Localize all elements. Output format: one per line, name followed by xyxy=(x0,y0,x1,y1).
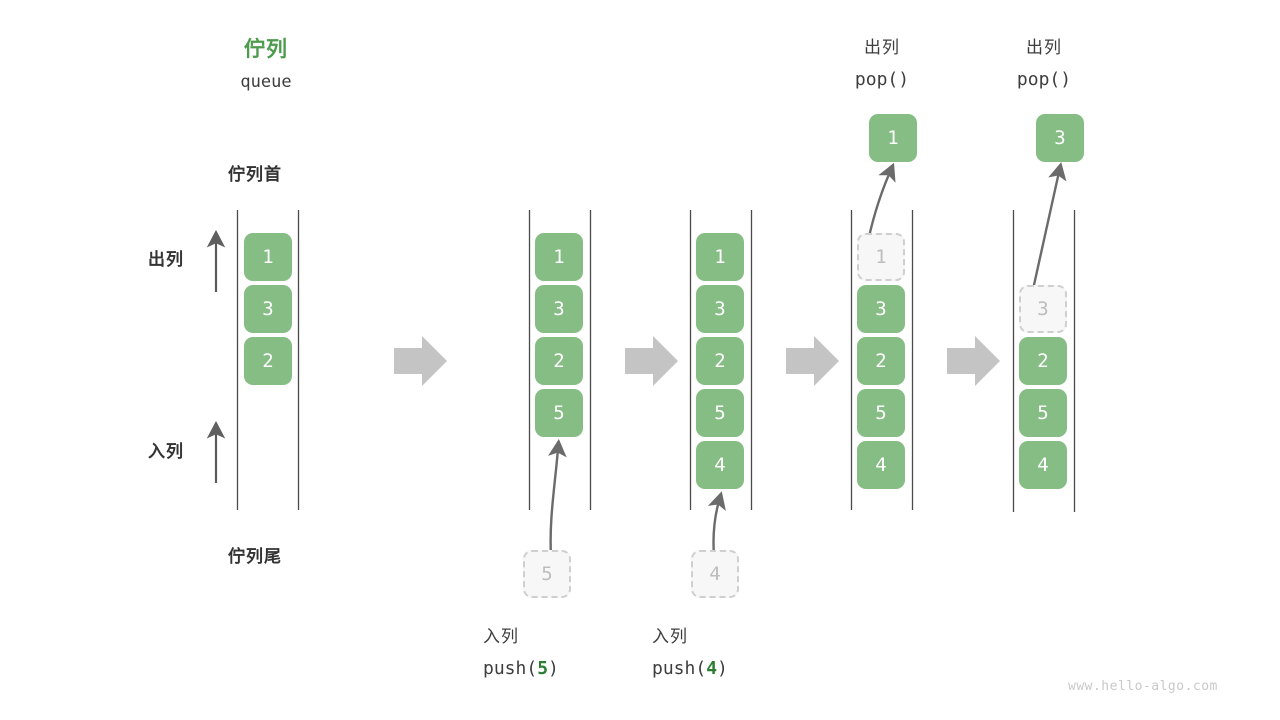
flow-arrow-4 xyxy=(947,336,1000,386)
queue-cell[interactable]: 4 xyxy=(696,441,744,489)
push-arrow-col3 xyxy=(707,491,726,558)
queue-cell[interactable]: 5 xyxy=(1019,389,1067,437)
stage-header-cn: 出列 xyxy=(1026,38,1062,58)
queue-cell[interactable]: 3 xyxy=(535,285,583,333)
queue-cell[interactable]: 2 xyxy=(696,337,744,385)
flow-arrow-1 xyxy=(394,336,447,386)
flow-arrows xyxy=(394,336,1000,386)
queue-cell[interactable]: 3 xyxy=(244,285,292,333)
queue-cell[interactable]: 5 xyxy=(535,389,583,437)
stage-header-cn: 出列 xyxy=(864,38,900,58)
code-prefix: push( xyxy=(483,658,538,679)
queue-cell[interactable]: 2 xyxy=(857,337,905,385)
code-prefix: push( xyxy=(652,658,707,679)
queue-cell[interactable]: 2 xyxy=(244,337,292,385)
watermark: www.hello-algo.com xyxy=(1068,679,1218,694)
stage-caption-code: push(4) xyxy=(652,658,852,679)
queue-cell[interactable]: 5 xyxy=(857,389,905,437)
flow-arrow-2 xyxy=(625,336,678,386)
queue-cell-ghost[interactable]: 1 xyxy=(857,233,905,281)
queue-head-label: 佇列首 xyxy=(228,165,282,185)
queue-cell[interactable]: 4 xyxy=(1019,441,1067,489)
stage-header-code: pop() xyxy=(854,69,910,90)
queue-cell[interactable]: 4 xyxy=(857,441,905,489)
queue-rails xyxy=(236,210,1076,512)
stage-caption-cn: 入列 xyxy=(652,627,688,647)
code-value: 5 xyxy=(537,658,549,679)
queue-cell[interactable]: 2 xyxy=(1019,337,1067,385)
enqueue-direction-label: 入列 xyxy=(148,442,184,462)
flow-arrow-3 xyxy=(786,336,839,386)
stage-caption-cn: 入列 xyxy=(483,627,519,647)
queue-cell-ghost[interactable]: 3 xyxy=(1019,285,1067,333)
queue-cell[interactable]: 3 xyxy=(696,285,744,333)
popped-cell[interactable]: 3 xyxy=(1036,114,1084,162)
queue-cell[interactable]: 2 xyxy=(535,337,583,385)
popped-cell[interactable]: 1 xyxy=(869,114,917,162)
queue-cell[interactable]: 1 xyxy=(535,233,583,281)
incoming-ghost-cell[interactable]: 5 xyxy=(523,550,571,598)
stage-header-code: pop() xyxy=(1016,69,1072,90)
queue-cell[interactable]: 5 xyxy=(696,389,744,437)
queue-tail-label: 佇列尾 xyxy=(228,547,282,567)
queue-cell[interactable]: 1 xyxy=(244,233,292,281)
page-title-en: queue xyxy=(240,72,292,92)
code-value: 4 xyxy=(706,658,718,679)
dequeue-direction-label: 出列 xyxy=(148,250,184,270)
incoming-ghost-cell[interactable]: 4 xyxy=(691,550,739,598)
code-suffix: ) xyxy=(548,658,559,679)
stage-caption-code: push(5) xyxy=(483,658,683,679)
page-title-cn: 佇列 xyxy=(244,37,288,61)
push-arrow-col2 xyxy=(548,438,567,558)
queue-cell[interactable]: 3 xyxy=(857,285,905,333)
code-suffix: ) xyxy=(717,658,728,679)
queue-cell[interactable]: 1 xyxy=(696,233,744,281)
